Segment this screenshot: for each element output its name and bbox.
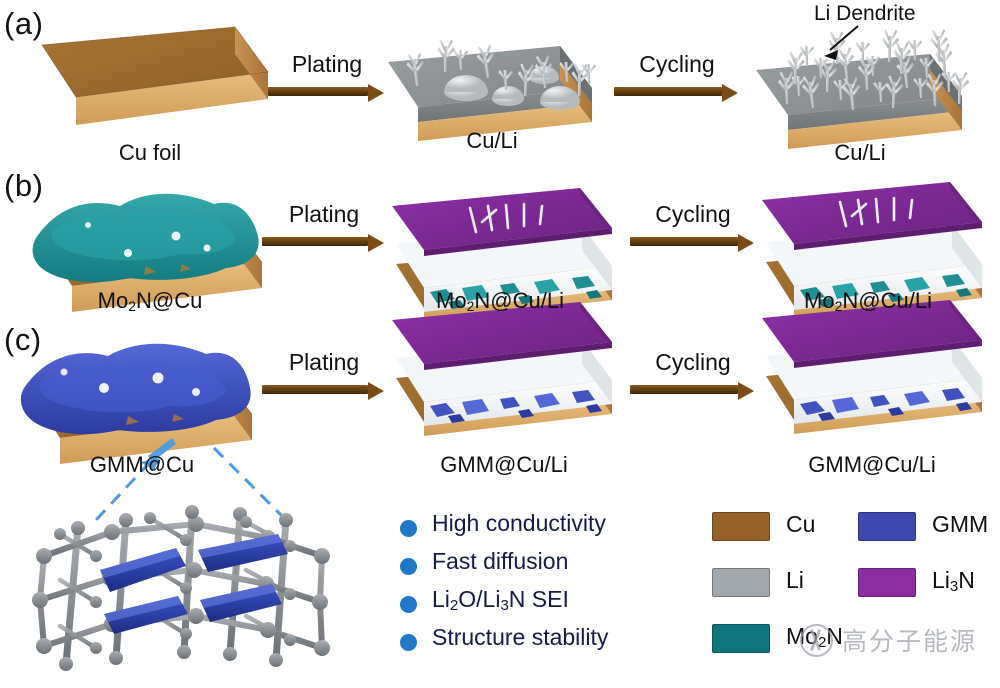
arrow-plating-a: Plating [268, 50, 386, 102]
caption-gmm-cu-li-plated: GMM@Cu/Li [440, 452, 568, 477]
caption-gmm-cu-li-cycled: GMM@Cu/Li [808, 452, 936, 477]
caption-cu-li-plated: Cu/Li [466, 128, 518, 153]
legend: Cu GMM Li Li3N Mo2N [712, 511, 992, 672]
bullet-label: Li2O/Li3N SEI [432, 586, 569, 614]
caption-part: N@Cu/Li [842, 288, 932, 313]
caption-sub: 2 [466, 298, 475, 314]
watermark-text: 高分子能源 [842, 627, 978, 656]
arrow-plating-c: Plating [262, 348, 386, 400]
caption-cu-foil: Cu foil [118, 140, 182, 165]
legend-sub: 3 [949, 578, 959, 595]
slab-cu-foil [41, 26, 269, 125]
caption-part: N@Cu/Li [474, 288, 564, 313]
bullet-part: O/Li [458, 586, 501, 612]
li-dendrite-label: Li Dendrite [814, 2, 916, 25]
legend-swatch-mo2n [712, 624, 770, 653]
legend-label-cu: Cu [786, 511, 816, 537]
legend-label-li3n: Li3N [932, 567, 975, 595]
panel-letter-a: (a) [4, 6, 44, 41]
legend-part: Li [932, 567, 950, 593]
legend-swatch-gmm [858, 512, 916, 541]
callout-lines [94, 446, 288, 522]
arrow-label-plating-c: Plating [288, 349, 360, 375]
watermark-logo-icon [800, 623, 833, 657]
caption-mo2n-cu-li-plated: Mo2N@Cu/Li [436, 288, 564, 314]
caption-gmm-cu: GMM@Cu [89, 452, 195, 477]
arrow-plating-b: Plating [262, 200, 386, 252]
caption-part: Mo [436, 288, 467, 313]
legend-label-gmm: GMM [932, 511, 989, 537]
bullet-part: Li [432, 586, 450, 612]
bullet-dot-icon [400, 634, 417, 651]
legend-label-li: Li [786, 567, 804, 593]
caption-sub: 2 [834, 298, 843, 314]
molecular-model-gmm [32, 505, 330, 671]
bullet-sub: 3 [500, 597, 509, 614]
bullet-part: N SEI [508, 586, 569, 612]
arrow-label-cycling-a: Cycling [639, 51, 715, 77]
slab-gmm-cu [20, 343, 252, 470]
legend-swatch-li [712, 568, 770, 597]
bullet-label: High conductivity [432, 510, 606, 536]
bullet-dot-icon [400, 520, 417, 537]
caption-sub: 2 [128, 298, 137, 314]
bullet-label: Structure stability [432, 624, 609, 650]
legend-part: N [958, 567, 975, 593]
arrow-cycling-a: Cycling [614, 50, 740, 102]
bullet-sub: 2 [449, 597, 459, 614]
caption-part: Mo [804, 288, 835, 313]
arrow-label-cycling-c: Cycling [655, 349, 731, 375]
caption-mo2n-cu: Mo2N@Cu [98, 288, 203, 314]
caption-part: Mo [97, 288, 129, 313]
legend-swatch-cu [712, 512, 770, 541]
legend-swatch-li3n [858, 568, 916, 597]
slab-cu-li-plated [388, 39, 596, 141]
bullet-label: Fast diffusion [432, 548, 569, 574]
slab-gmm-cu-li-cycled [762, 300, 982, 434]
arrow-label-plating-a: Plating [291, 51, 363, 77]
slab-mo2n-cu-li-cycled [762, 182, 982, 320]
slab-cu-li-cycled [756, 28, 970, 149]
slab-mo2n-cu [32, 193, 262, 312]
bullet-dot-icon [400, 596, 417, 613]
panel-letter-b: (b) [4, 168, 44, 203]
bullet-dot-icon [400, 558, 417, 575]
arrow-label-plating-b: Plating [288, 201, 360, 227]
caption-cu-li-cycled: Cu/Li [834, 140, 886, 165]
slab-gmm-cu-li-plated [392, 302, 612, 436]
arrow-label-cycling-b: Cycling [655, 201, 731, 227]
watermark: 高分子能源 [800, 622, 977, 658]
panel-letter-c: (c) [4, 322, 42, 357]
li-dendrite-leader [824, 25, 859, 60]
caption-mo2n-cu-li-cycled: Mo2N@Cu/Li [804, 288, 932, 314]
arrow-cycling-b: Cycling [630, 200, 756, 252]
caption-part: N@Cu [136, 288, 203, 313]
arrow-cycling-c: Cycling [630, 348, 756, 400]
